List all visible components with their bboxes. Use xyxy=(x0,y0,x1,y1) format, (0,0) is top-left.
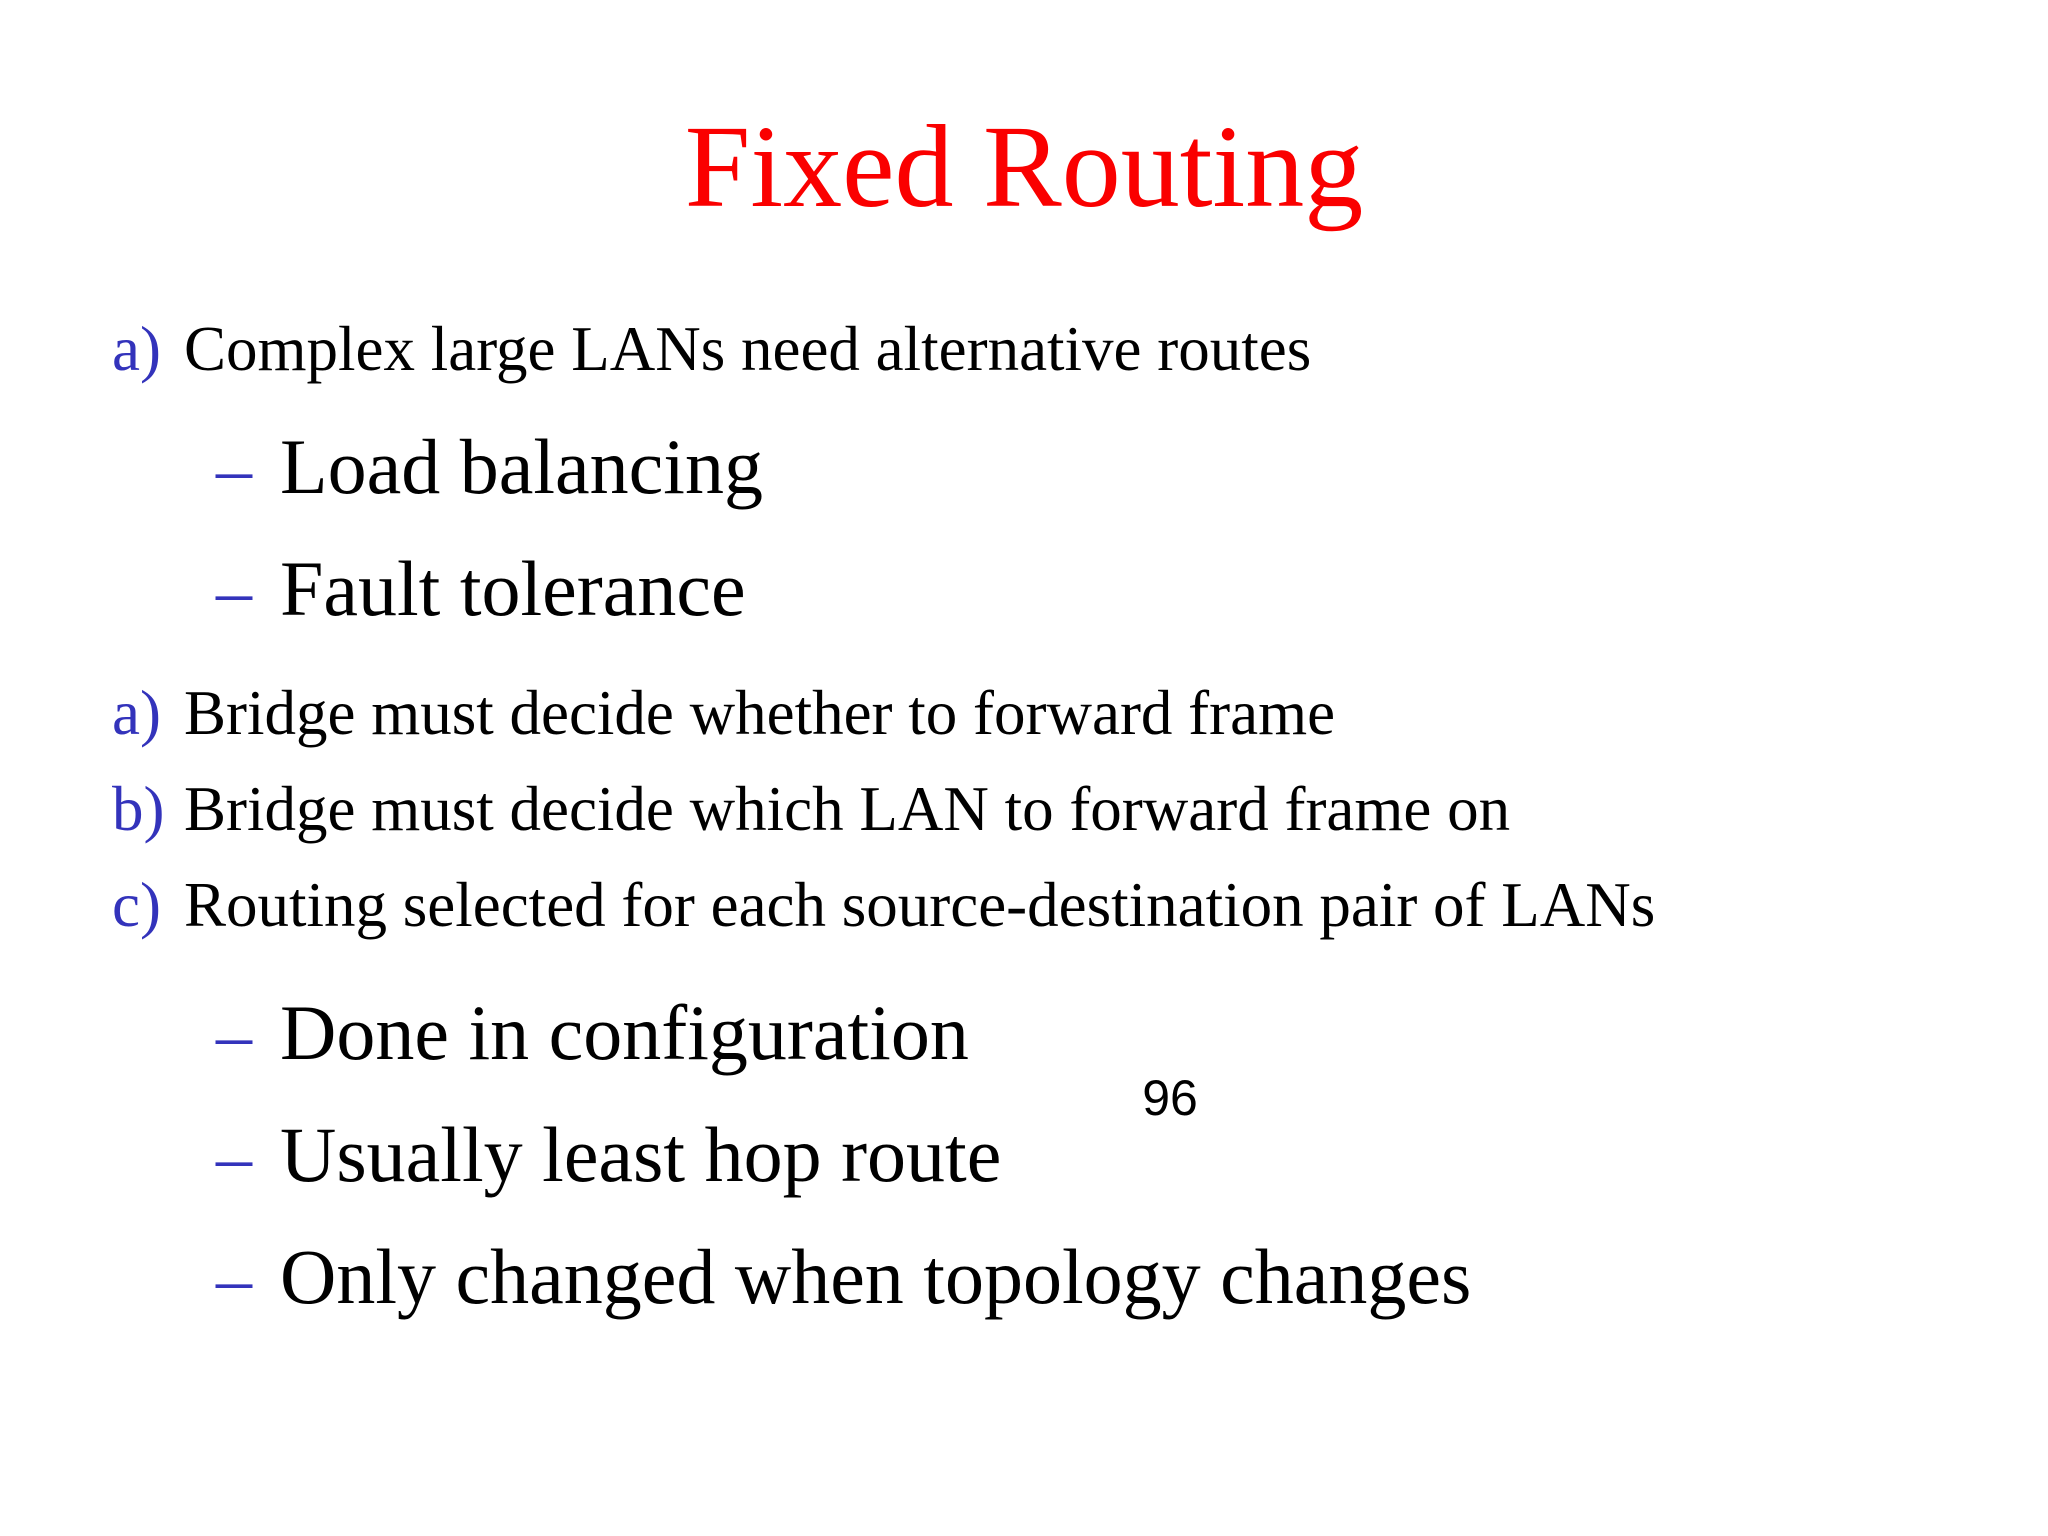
list-marker: a) xyxy=(112,314,161,384)
page-title: Fixed Routing xyxy=(684,101,1364,232)
list-item-label: Usually least hop route xyxy=(280,1111,1002,1198)
dash-icon: – xyxy=(216,1117,252,1197)
list-marker: c) xyxy=(112,870,161,940)
list-item: b) Bridge must decide which LAN to forwa… xyxy=(112,778,1962,874)
list-marker: b) xyxy=(112,774,165,844)
list-marker: a) xyxy=(112,678,161,748)
dash-icon: – xyxy=(216,429,252,509)
list-item: – Load balancing xyxy=(216,428,1962,546)
list-item: – Usually least hop route xyxy=(216,1116,1962,1234)
list-item: – Done in configuration xyxy=(216,994,1962,1112)
list-item: – Only changed when topology changes xyxy=(216,1238,1962,1356)
bullet-list: a) Complex large LANs need alternative r… xyxy=(112,318,1962,1356)
list-item-label: Bridge must decide which LAN to forward … xyxy=(184,774,1511,844)
list-item-label: Only changed when topology changes xyxy=(280,1233,1472,1320)
page-number: 96 xyxy=(1142,1070,1198,1126)
list-item-label: Fault tolerance xyxy=(280,545,746,632)
dash-icon: – xyxy=(216,1239,252,1319)
list-item-label: Routing selected for each source-destina… xyxy=(184,870,1656,940)
dash-icon: – xyxy=(216,995,252,1075)
list-item-label: Bridge must decide whether to forward fr… xyxy=(184,678,1336,748)
list-item-label: Done in configuration xyxy=(280,989,969,1076)
list-item-label: Complex large LANs need alternative rout… xyxy=(184,314,1312,384)
list-item: a) Complex large LANs need alternative r… xyxy=(112,318,1962,414)
dash-icon: – xyxy=(216,551,252,631)
list-item-label: Load balancing xyxy=(280,423,763,510)
list-item: – Fault tolerance xyxy=(216,550,1962,668)
list-item: a) Bridge must decide whether to forward… xyxy=(112,682,1962,778)
list-item: c) Routing selected for each source-dest… xyxy=(112,874,1962,970)
